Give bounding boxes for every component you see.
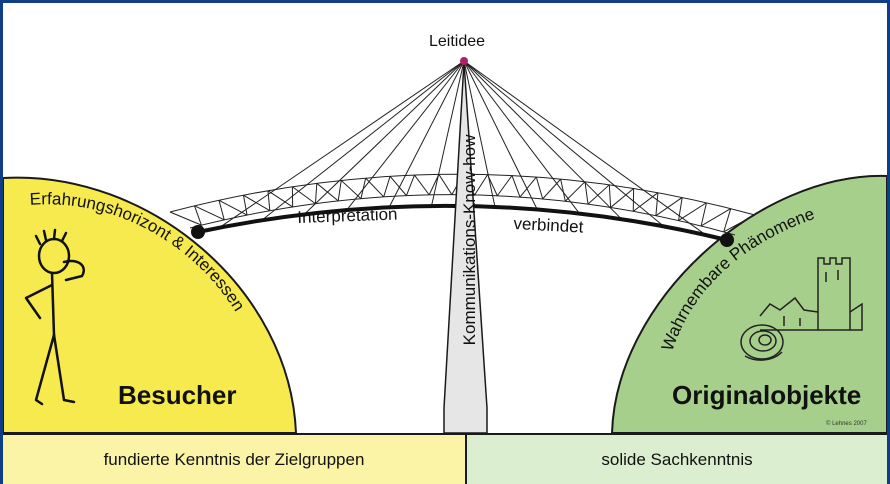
truss-strut (337, 180, 342, 201)
footer-left-text: fundierte Kenntnis der Zielgruppen (103, 449, 365, 469)
footer-left-band: fundierte Kenntnis der Zielgruppen (3, 433, 465, 484)
truss-strut (428, 174, 440, 196)
truss-strut (292, 186, 316, 205)
truss-strut (405, 174, 415, 196)
cable-11 (463, 60, 707, 236)
truss-strut (723, 208, 732, 233)
truss-strut (383, 176, 391, 198)
truss-strut (560, 179, 566, 202)
stick-figure-icon (24, 228, 85, 406)
footer-right-band: solide Sachkenntnis (465, 433, 887, 484)
cable-5 (431, 60, 465, 207)
truss-strut (700, 202, 707, 227)
mast-label: Kommunikations-Know-how (460, 134, 479, 346)
originalobjekte-title: Originalobjekte (672, 380, 862, 410)
cable-7 (463, 60, 538, 210)
truss-strut (414, 174, 430, 196)
truss-strut (169, 211, 202, 226)
truss-strut (519, 176, 537, 198)
deck-left-anchor (191, 225, 205, 239)
cable-8 (463, 60, 580, 214)
footer-right-text: solide Sachkenntnis (601, 449, 753, 469)
truss-strut (242, 195, 248, 216)
truss-strut (564, 181, 586, 202)
truss-strut (608, 184, 612, 208)
truss-strut (535, 176, 544, 200)
cable-6 (463, 60, 496, 208)
besucher-title: Besucher (118, 380, 237, 410)
apex-dot (460, 57, 468, 65)
truss-strut (587, 184, 610, 205)
cable-3 (346, 60, 465, 211)
frame-right (887, 0, 890, 484)
copyright-note: © Lehnes 2007 (826, 421, 867, 427)
leitidee-label: Leitidee (429, 33, 486, 50)
interpretation-label: Interpretation (297, 204, 398, 227)
truss-strut (365, 177, 385, 198)
truss-strut (700, 208, 731, 227)
cable-10 (463, 60, 665, 227)
truss-strut (218, 200, 225, 220)
cable-4 (388, 60, 465, 208)
deck-right-anchor (720, 233, 734, 247)
truss-strut (632, 192, 659, 212)
right-hill (610, 174, 888, 434)
cable-9 (463, 60, 623, 220)
truss-strut (194, 205, 225, 221)
cable-0 (218, 60, 465, 229)
snail-fossil-icon (740, 324, 784, 361)
suspension-cables (218, 60, 707, 236)
frame-left (0, 0, 3, 484)
truss-strut (678, 202, 707, 221)
truss-strut (542, 178, 562, 200)
truss-strut (389, 176, 407, 196)
verbindet-label: verbindet (513, 214, 584, 237)
truss-strut (218, 199, 248, 216)
truss-strut (474, 174, 489, 196)
truss-strut (655, 197, 683, 217)
frame-top (0, 0, 890, 3)
truss-strut (655, 192, 659, 216)
truss-strut (243, 194, 271, 212)
truss-strut (678, 197, 683, 221)
truss-strut (438, 174, 453, 195)
truss-strut (314, 183, 318, 204)
truss-strut (610, 188, 634, 208)
truss-strut (194, 205, 202, 226)
truss-strut (584, 181, 589, 205)
castle-ruin-icon (759, 257, 863, 331)
left-hill (1, 176, 298, 434)
cable-2 (303, 60, 465, 215)
truss-strut (267, 190, 293, 208)
truss-strut (511, 175, 521, 198)
truss-strut (496, 175, 513, 197)
truss-strut (723, 214, 756, 233)
cable-1 (261, 60, 465, 221)
